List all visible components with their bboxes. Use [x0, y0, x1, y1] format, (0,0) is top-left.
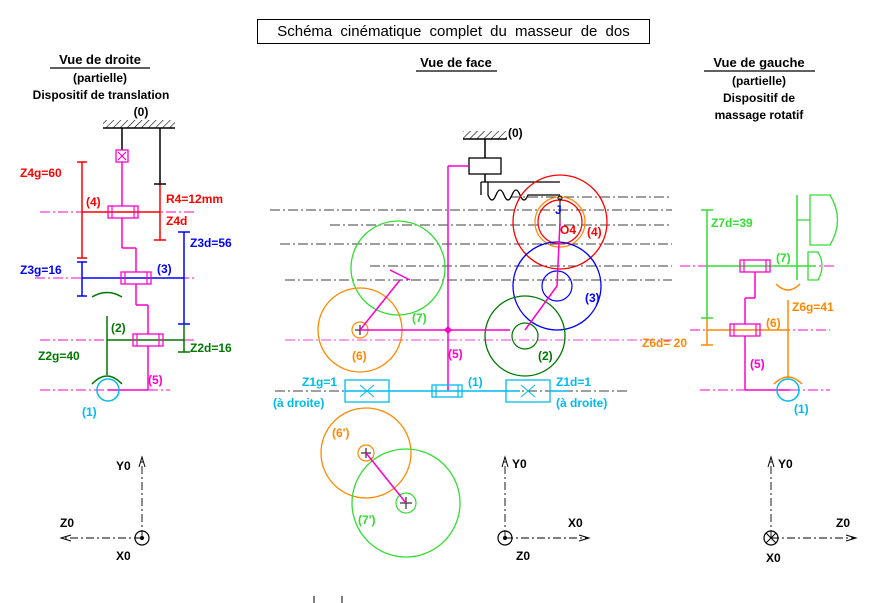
z2g-label: Z2g=40 [38, 349, 80, 363]
worm-left [344, 379, 390, 403]
axes-triad-front: Y0 X0 Z0 [497, 455, 591, 563]
axis-into-plane-icon [763, 530, 779, 546]
worm-bearing [431, 384, 463, 398]
bearing-2 [132, 333, 164, 347]
left-part-7-label: (7) [776, 251, 791, 265]
z3g-label: Z3g=16 [20, 263, 62, 277]
front-part-2-label: (2) [538, 349, 553, 363]
z1g-label: Z1g=1 [302, 375, 337, 389]
part-7-prime-label: (7') [358, 513, 376, 527]
z1d-side-label: (à droite) [556, 396, 607, 410]
gear-6-prime-pitch [320, 407, 412, 499]
z2d-label: Z2d=16 [190, 341, 232, 355]
left-axis-z-label: Z0 [836, 516, 850, 530]
gear-7-pitch [350, 220, 446, 316]
z3d-label: Z3d=56 [190, 236, 232, 250]
r4-label: R4=12mm [166, 192, 223, 206]
part-5-label: (5) [148, 373, 163, 387]
axes-triad-right: Y0 Z0 X0 [59, 455, 150, 563]
left-part-6-label: (6) [766, 316, 781, 330]
front-frame-label: (0) [508, 126, 523, 140]
gear-3-pitch [512, 241, 602, 331]
front-view-heading: Vue de face [420, 55, 492, 70]
front-part-7-label: (7) [412, 311, 427, 325]
part-6-prime-label: (6') [332, 426, 350, 440]
left-view-sub: (partielle) [732, 74, 786, 88]
bearing-4 [107, 205, 139, 219]
z4d-label: Z4d [166, 214, 187, 228]
left-bearing-6 [729, 323, 761, 337]
front-ground-hatch [463, 131, 507, 139]
left-axis-y-label: Y0 [778, 457, 793, 471]
left-part-5-label: (5) [750, 357, 765, 371]
left-view-desc-2: massage rotatif [715, 108, 805, 122]
gear-2-pitch [484, 295, 566, 377]
front-part-4-label: (4) [587, 225, 602, 239]
z1g-side-label: (à droite) [273, 396, 324, 410]
front-view: Vue de face (0) J O4 (4) (3) [270, 55, 672, 563]
axis-out-of-plane-icon [497, 530, 513, 546]
axis-y-label: Y0 [116, 459, 131, 473]
left-worm-1 [776, 378, 800, 402]
part-1-label: (1) [82, 405, 97, 419]
right-view-sub: (partielle) [73, 71, 127, 85]
ground-hatch [103, 120, 175, 128]
rack [480, 182, 560, 201]
axis-z-label: Z0 [60, 516, 74, 530]
front-axis-x-label: X0 [568, 516, 583, 530]
left-view-desc-1: Dispositif de [723, 91, 795, 105]
z6g-label: Z6g=41 [792, 300, 834, 314]
z4g-label: Z4g=60 [20, 166, 62, 180]
front-axis-z-label: Z0 [516, 549, 530, 563]
front-part-1-label: (1) [468, 375, 483, 389]
z7d-label: Z7d=39 [711, 216, 753, 230]
point-j-label: J [555, 203, 562, 217]
massage-head-bottom [807, 251, 823, 281]
gear-4-inner [534, 196, 586, 248]
front-axis-y-label: Y0 [512, 457, 527, 471]
gear-4-pitch [512, 174, 608, 270]
slide-block [468, 157, 502, 175]
right-view-heading: Vue de droite [59, 52, 141, 67]
right-view-frame-label: (0) [134, 105, 149, 119]
z6d-label: Z6d= 20 [642, 336, 687, 350]
left-axis-x-label: X0 [766, 551, 781, 565]
left-view: Vue de gauche (partielle) Dispositif de … [642, 55, 858, 565]
front-part-5-label: (5) [448, 347, 463, 361]
right-view: Vue de droite (partielle) Dispositif de … [20, 52, 232, 563]
z1d-label: Z1d=1 [556, 375, 591, 389]
diagram-title: Schéma cinématique complet du masseur de… [257, 19, 650, 44]
part-4-label: (4) [86, 195, 101, 209]
front-part-6-label: (6) [352, 349, 367, 363]
axis-out-of-plane-icon [134, 530, 150, 546]
part-3-label: (3) [157, 262, 172, 276]
left-view-heading: Vue de gauche [713, 55, 804, 70]
left-part-1-label: (1) [794, 402, 809, 416]
right-view-desc: Dispositif de translation [33, 88, 170, 102]
worm-1 [96, 378, 120, 402]
gear-7-prime-pitch [351, 448, 461, 558]
axes-triad-left: Y0 Z0 X0 [763, 455, 858, 565]
part-2-label: (2) [111, 321, 126, 335]
massage-head-top [797, 194, 839, 246]
front-part-3-label: (3) [585, 291, 600, 305]
bearing-3 [120, 271, 152, 285]
point-o4-label: O4 [560, 223, 576, 237]
axis-x-label: X0 [116, 549, 131, 563]
